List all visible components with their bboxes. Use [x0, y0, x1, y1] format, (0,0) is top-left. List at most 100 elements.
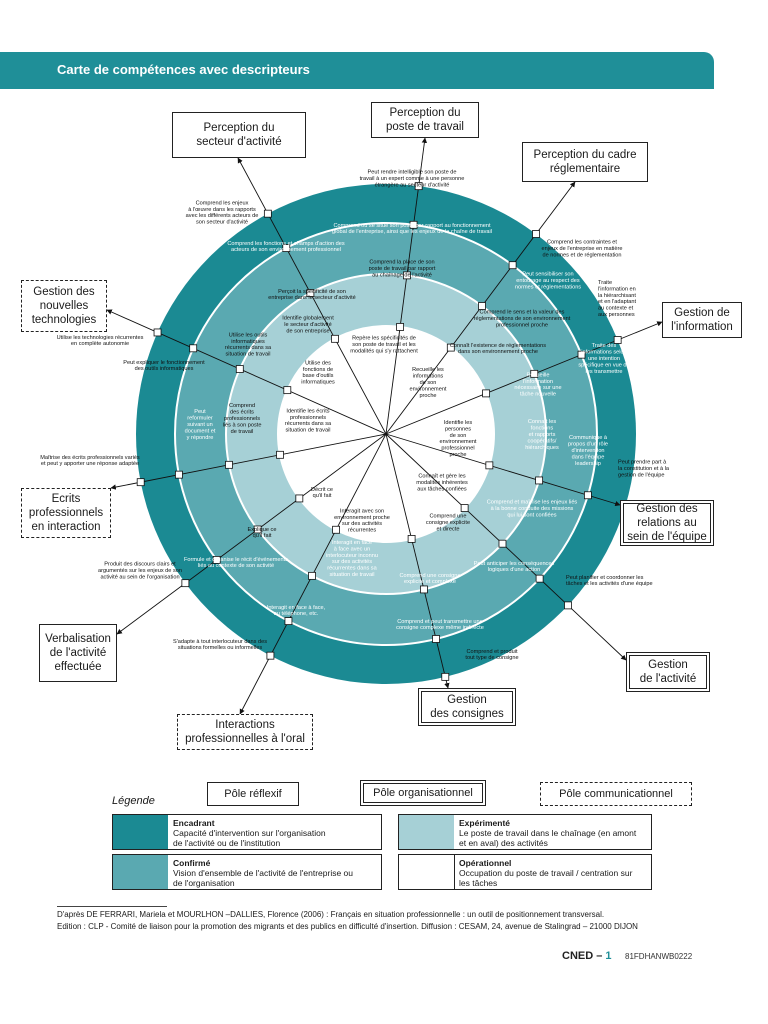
outer-box-3: Gestion des nouvelles technologies: [21, 280, 107, 332]
spoke-9: [385, 433, 450, 689]
pole-box-2: Pôle communicationnel: [540, 782, 692, 806]
outer-box-0: Perception du secteur d'activité: [172, 112, 306, 158]
legend-level-title: Expérimenté: [459, 818, 511, 828]
node-marker: [441, 672, 450, 681]
node-marker: [308, 571, 316, 580]
spoke-6: [385, 433, 621, 507]
footer-cned-text: CNED –: [562, 950, 606, 962]
node-marker: [532, 230, 540, 238]
node-marker: [564, 601, 572, 610]
node-marker: [189, 344, 198, 353]
node-marker: [530, 369, 539, 378]
outer-box-1: Perception du poste de travail: [371, 102, 479, 138]
footnote-rule: [57, 906, 167, 907]
node-marker: [235, 365, 244, 373]
node-marker: [577, 350, 586, 359]
node-marker: [535, 476, 544, 485]
node-marker: [420, 585, 428, 594]
descriptor-4: Comprend les fonctions et champs d'actio…: [227, 241, 345, 253]
legend-swatch: [399, 855, 455, 889]
page-title: Carte de compétences avec descripteurs: [57, 62, 310, 77]
footnote-edition: Edition : CLP - Comité de liaison pour l…: [57, 922, 638, 931]
spoke-7: [116, 433, 387, 635]
legend-level-desc: Capacité d'intervention sur l'organisati…: [173, 828, 326, 848]
legend-level-title: Encadrant: [173, 818, 215, 828]
node-marker: [306, 289, 315, 297]
legend-level-title: Opérationnel: [459, 858, 512, 868]
outer-box-7: Verbalisation de l'activité effectuée: [39, 624, 117, 682]
ring-separator: [174, 222, 598, 646]
node-marker: [432, 635, 440, 643]
node-marker: [403, 271, 411, 280]
node-marker: [407, 535, 416, 543]
node-marker: [253, 525, 262, 534]
legend-level-title: Confirmé: [173, 858, 211, 868]
node-marker: [282, 244, 291, 252]
node-marker: [331, 334, 339, 343]
footer-page-number: 1: [605, 950, 612, 962]
outer-box-9: Gestion des consignes: [418, 688, 516, 726]
node-marker: [263, 209, 272, 218]
descriptor-20: Maîtrise des écrits professionnels varié…: [40, 455, 140, 467]
outer-box-2: Perception du cadre réglementaire: [522, 142, 648, 182]
outer-box-8: Gestion de l'activité: [626, 652, 710, 692]
node-marker: [284, 617, 293, 625]
node-marker: [266, 651, 275, 660]
footer-cned: CNED – 1: [562, 950, 612, 962]
legend-swatch: [113, 855, 168, 889]
node-marker: [414, 182, 423, 191]
node-marker: [460, 504, 469, 512]
spoke-5: [110, 433, 387, 490]
node-marker: [446, 343, 455, 352]
ring-separator: [225, 273, 547, 595]
node-marker: [396, 323, 405, 331]
node-marker: [175, 470, 183, 479]
descriptor-3: Comprend où se situe son poste par rappo…: [332, 223, 492, 235]
node-marker: [276, 450, 284, 459]
pole-box-1: Pôle organisationnel: [360, 780, 486, 806]
legend-level-desc: Vision d'ensemble de l'activité de l'ent…: [173, 868, 354, 888]
node-marker: [584, 491, 592, 500]
node-marker: [225, 460, 233, 469]
node-marker: [181, 579, 190, 588]
outer-box-10: Interactions professionnelles à l'oral: [177, 714, 313, 750]
node-marker: [482, 389, 490, 398]
node-marker: [409, 220, 418, 229]
pole-box-0: Pôle réflexif: [207, 782, 299, 806]
footer-doc-code: 81FDHANWB0222: [625, 952, 693, 961]
